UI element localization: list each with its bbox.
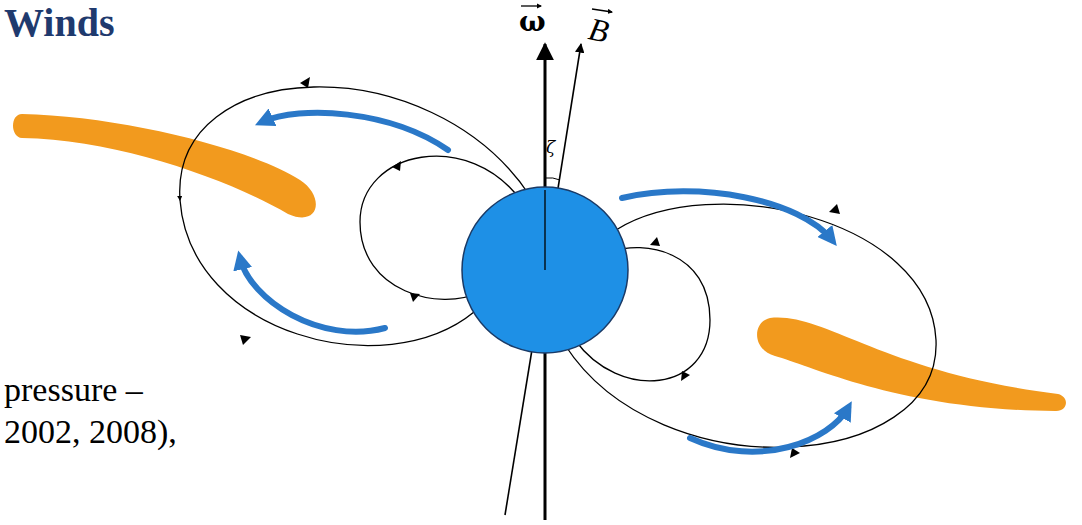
field-symbol: B bbox=[585, 10, 612, 50]
field-arrow bbox=[240, 77, 840, 458]
outflow-stream bbox=[13, 114, 316, 217]
flow-arrow bbox=[262, 113, 448, 150]
angle-arc bbox=[545, 178, 560, 180]
angle-symbol: ζ bbox=[546, 138, 555, 158]
flow-arrow bbox=[240, 258, 385, 332]
omega-symbol: ω bbox=[519, 6, 546, 38]
body-text: 2002, 2008), bbox=[4, 412, 177, 451]
slide-title: Winds bbox=[4, 0, 114, 46]
rotation-axis bbox=[544, 190, 545, 270]
body-text: pressure – bbox=[4, 370, 143, 409]
flow-arrow bbox=[690, 408, 848, 452]
flow-arrow bbox=[622, 191, 832, 240]
star bbox=[462, 187, 628, 353]
outflow-stream bbox=[757, 318, 1066, 411]
